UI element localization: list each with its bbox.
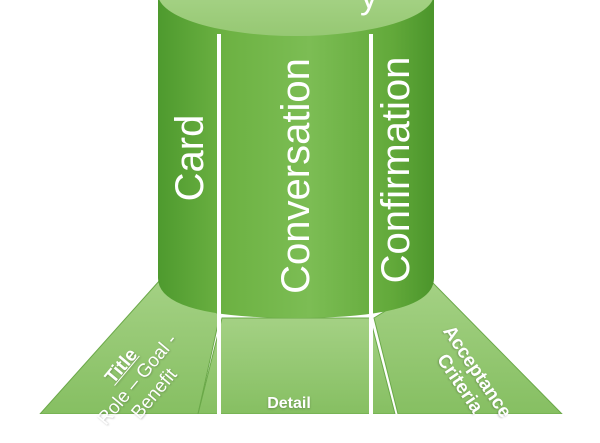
diagram-canvas: y Card Conversation Confirmation Title R… (38, 0, 564, 430)
segment-label-conversation: Conversation (274, 58, 318, 294)
cylinder-top-glyph: y (360, 0, 378, 14)
cylinder-top (159, 0, 433, 36)
middle-panel-text: Detail (267, 395, 311, 413)
segment-label-card: Card (168, 114, 212, 202)
middle-panel-title: Detail (267, 395, 311, 413)
diagram-svg (38, 0, 564, 415)
segment-label-confirmation: Confirmation (374, 56, 418, 284)
cylinder-body (158, 0, 434, 318)
